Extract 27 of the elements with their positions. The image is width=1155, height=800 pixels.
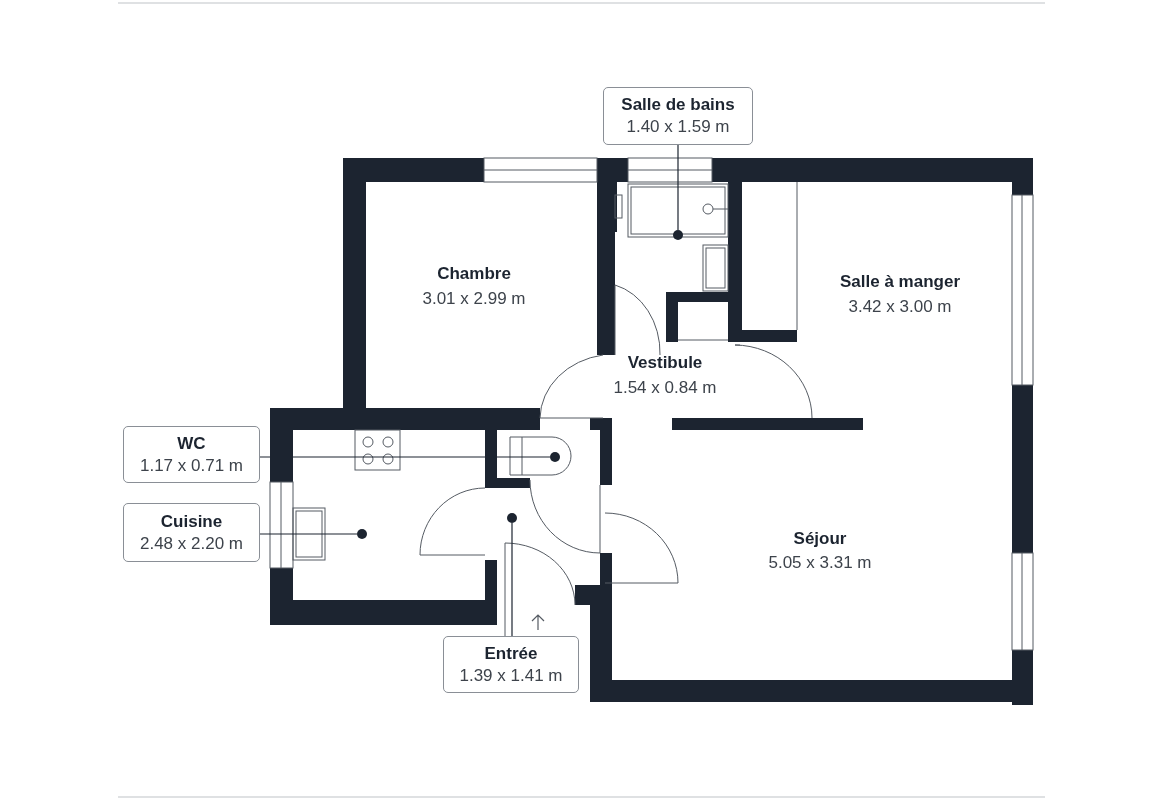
room-callout-box (123, 426, 260, 483)
room-name: Salle à manger (840, 272, 960, 292)
room-name: Entrée (484, 642, 538, 665)
room-marker-dot (507, 513, 517, 523)
room-name: Chambre (437, 264, 511, 284)
room-dimensions: 1.39 x 1.41 m (459, 664, 563, 687)
room-name: Cuisine (160, 510, 223, 533)
room-callout-box (443, 636, 579, 693)
room-dimensions: 1.40 x 1.59 m (626, 116, 730, 138)
room-callout-box (123, 503, 260, 562)
room-name: Séjour (793, 529, 847, 549)
leader-line (677, 144, 679, 231)
room-dimensions: 5.05 x 3.31 m (768, 553, 872, 573)
room-dimensions: 2.48 x 2.20 m (140, 532, 243, 555)
room-name: Salle de bains (621, 94, 735, 116)
leader-line (259, 533, 358, 535)
room-dimensions: 1.54 x 0.84 m (613, 378, 717, 398)
room-dimensions: 3.42 x 3.00 m (848, 297, 952, 317)
room-marker-dot (550, 452, 560, 462)
room-callout-box (603, 87, 753, 145)
room-marker-dot (357, 529, 367, 539)
room-dimensions: 1.17 x 0.71 m (140, 454, 243, 477)
room-name: WC (177, 432, 206, 455)
room-marker-dot (673, 230, 683, 240)
room-dimensions: 3.01 x 2.99 m (422, 289, 526, 309)
leader-line (511, 522, 513, 637)
room-name: Vestibule (627, 353, 703, 373)
